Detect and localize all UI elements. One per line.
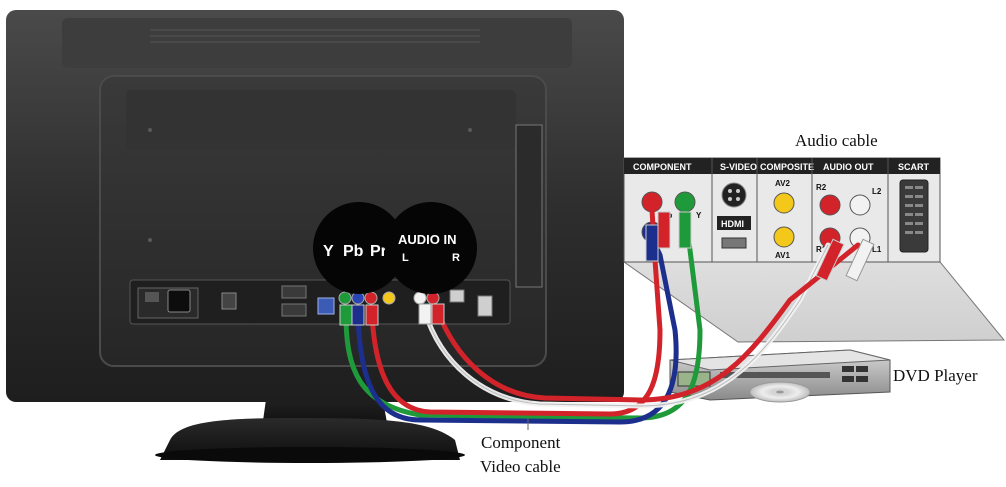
- vga-port-icon: [317, 297, 335, 315]
- dvd-rear-panel: COMPONENT S-VIDEO COMPOSITE AUDIO OUT SC…: [623, 157, 1006, 343]
- panel-y-label: Y: [696, 211, 702, 220]
- panel-jack-av1-icon: [773, 226, 795, 248]
- panel-av2-label: AV2: [775, 179, 791, 188]
- panel-header-audio-out: AUDIO OUT: [823, 162, 874, 172]
- panel-l2-label: L2: [872, 187, 882, 196]
- panel-header-svideo: S-VIDEO: [720, 162, 757, 172]
- component-cable-label-line2: Video cable: [480, 457, 561, 476]
- panel-hdmi-port-icon: [721, 237, 747, 249]
- cable-plugs: [339, 211, 875, 326]
- svideo-port-icon: [721, 182, 747, 208]
- audio-callout: AUDIO IN L R: [385, 202, 477, 294]
- panel-jack-l2-icon: [849, 194, 871, 216]
- tv-jack-pr-icon: [364, 291, 378, 305]
- hdmi-port-icon-2: [281, 303, 307, 317]
- panel-hdmi-label: HDMI: [721, 219, 744, 229]
- callout-audio-l-label: L: [402, 252, 409, 264]
- dvd-player: [669, 349, 891, 403]
- panel-jack-r2-icon: [819, 194, 841, 216]
- hdmi-port-icon: [281, 285, 307, 299]
- component-video-cable: [343, 207, 703, 425]
- panel-r1-label: R1: [816, 245, 827, 254]
- callout-audio-r-label: R: [452, 252, 460, 264]
- panel-jack-av2-icon: [773, 192, 795, 214]
- panel-av1-label: AV1: [775, 251, 791, 260]
- power-socket-icon: [167, 289, 191, 313]
- callout-pb-label: Pb: [343, 243, 364, 260]
- callout-audio-in-label: AUDIO IN: [398, 232, 457, 247]
- callout-pr-label: Pr: [370, 243, 387, 260]
- component-cable-label-line1: Component: [481, 433, 561, 452]
- panel-jack-y-icon: [674, 191, 696, 213]
- panel-r2-label: R2: [816, 183, 827, 192]
- tv-jack-composite-icon: [382, 291, 396, 305]
- panel-l1-label: L1: [872, 245, 882, 254]
- audio-cable: [422, 242, 861, 409]
- callout-y-label: Y: [323, 243, 334, 260]
- panel-header-component: COMPONENT: [633, 162, 692, 172]
- tv-jack-y-icon: [338, 291, 352, 305]
- audio-cable-label: Audio cable: [795, 131, 878, 150]
- tv-jack-audio-l-icon: [413, 291, 427, 305]
- panel-section-headers: COMPONENT S-VIDEO COMPOSITE AUDIO OUT SC…: [633, 162, 930, 172]
- panel-header-scart: SCART: [898, 162, 930, 172]
- panel-header-composite: COMPOSITE: [760, 162, 814, 172]
- video-callout: Y Pb Pr: [313, 202, 405, 294]
- dvd-player-label: DVD Player: [893, 366, 978, 385]
- tv-back: [6, 10, 624, 402]
- scart-port-icon: [899, 179, 929, 253]
